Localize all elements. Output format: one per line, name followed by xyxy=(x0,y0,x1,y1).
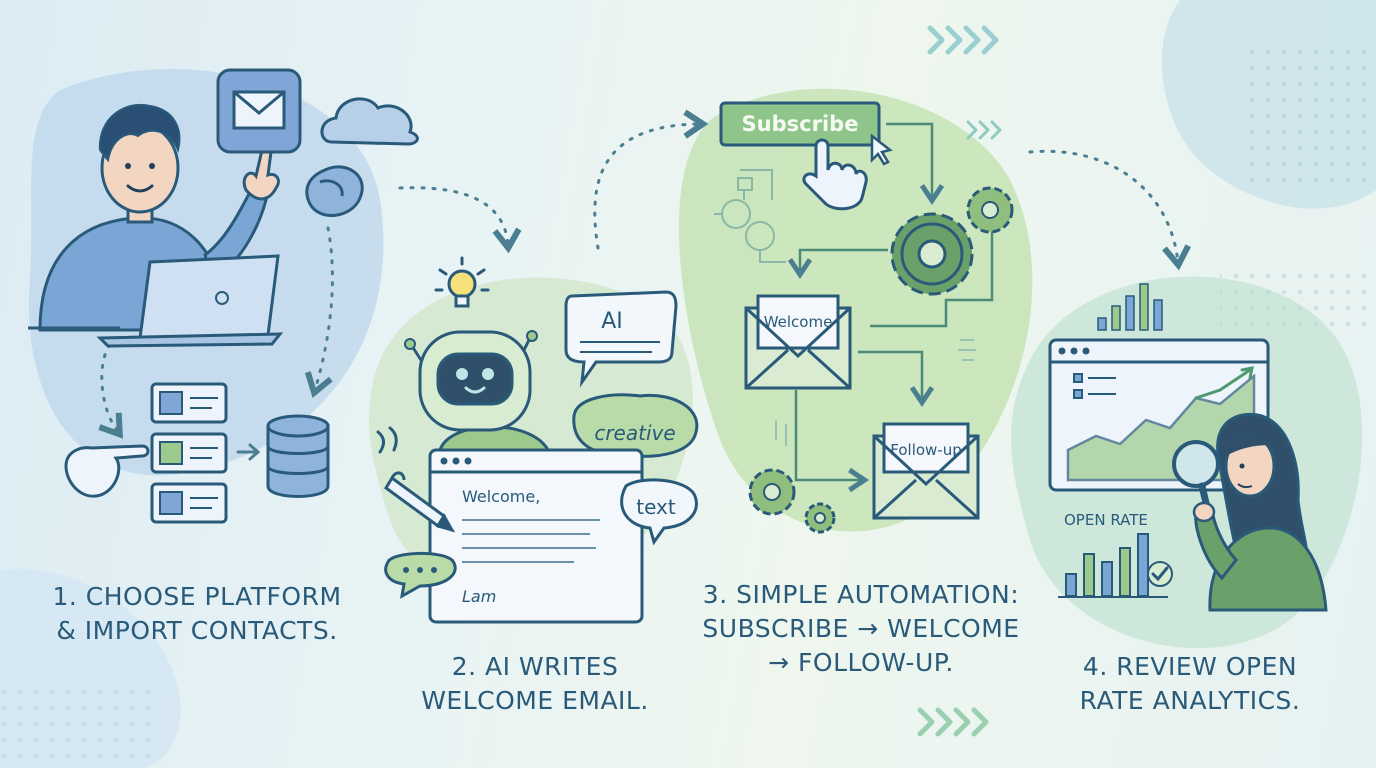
dot-pattern-right xyxy=(1220,270,1376,330)
step1-illustration xyxy=(28,68,419,524)
subscribe-button-label: Subscribe xyxy=(742,112,859,136)
step1-caption-line1: 1. Choose platform xyxy=(52,582,342,611)
gear-large-icon xyxy=(890,212,974,296)
step3-caption-line1: 3. Simple automation: xyxy=(702,580,1020,609)
brand-logo-icon xyxy=(305,165,364,217)
ai-bubble-lines xyxy=(580,341,660,353)
window-dot-icon xyxy=(1070,347,1078,355)
window-dot-icon xyxy=(1082,347,1090,355)
chevrons-mid-icon xyxy=(966,120,1002,140)
step4-caption-line1: 4. Review open xyxy=(1082,652,1298,681)
text-speech-bubble xyxy=(620,478,698,546)
person-eye-right xyxy=(149,163,155,169)
contact-avatar-icon xyxy=(159,391,183,415)
step3-illustration: Subscribe xyxy=(714,101,1014,534)
typing-bubble-icon xyxy=(384,551,457,599)
followup-envelope-icon xyxy=(872,422,980,520)
dot-pattern-top xyxy=(1240,40,1376,190)
step2-caption: 2. AI writes welcome email. xyxy=(406,650,664,718)
pointing-hand-icon xyxy=(64,444,150,498)
analytics-legend xyxy=(1073,373,1116,399)
window-dot-icon xyxy=(452,457,460,465)
trend-arrow-icon xyxy=(1194,366,1254,400)
mini-bar-chart-icon xyxy=(1097,283,1163,331)
step4-caption: 4. Review open rate analytics. xyxy=(1066,650,1314,718)
workflow-network-icon xyxy=(714,169,786,263)
contact-avatar-icon xyxy=(159,491,183,515)
cloud-icon xyxy=(320,97,419,146)
database-icon xyxy=(266,414,330,498)
lightbulb-icon xyxy=(434,256,490,308)
robot-smile xyxy=(464,386,486,394)
step3-caption-line3: → Follow-up. xyxy=(768,648,954,677)
robot-eye xyxy=(456,368,468,380)
brand-logo-swoosh xyxy=(319,179,344,197)
step3-caption-line2: Subscribe → Welcome xyxy=(702,614,1020,643)
step2-illustration: AI creative Welcome, Lam text xyxy=(376,256,699,624)
ai-bubble-label: AI xyxy=(601,309,623,334)
step1-caption-line2: & import contacts. xyxy=(56,616,338,645)
person-smile xyxy=(126,184,154,193)
woman-fringe xyxy=(1226,434,1276,456)
chevrons-bottom-icon xyxy=(917,707,989,737)
pen-icon xyxy=(384,471,456,533)
email-signature: Lam xyxy=(462,587,496,606)
chevrons-top-icon xyxy=(927,25,999,55)
ai-speech-bubble xyxy=(564,290,678,388)
connector-3-to-4 xyxy=(1028,149,1191,271)
connector-1-to-2 xyxy=(398,186,522,254)
dot-pattern-bottom xyxy=(0,680,150,760)
open-rate-bar-chart xyxy=(1058,533,1168,598)
text-bubble-label: text xyxy=(636,495,676,519)
email-body-lines xyxy=(462,519,600,563)
person-hair xyxy=(98,103,181,163)
email-greeting: Welcome, xyxy=(462,487,540,506)
person-eye-left xyxy=(125,163,131,169)
woman-eye xyxy=(1239,463,1245,469)
contact-avatar-icon xyxy=(159,441,183,465)
check-circle-icon xyxy=(1147,561,1173,587)
laptop-base xyxy=(96,332,284,348)
step2-caption-line1: 2. AI writes xyxy=(451,652,619,681)
flow-lines xyxy=(787,122,994,493)
gear-bottom-icon xyxy=(748,468,836,534)
welcome-envelope-icon xyxy=(744,294,852,390)
robot-antenna-tip xyxy=(404,338,416,350)
robot-face xyxy=(436,352,514,406)
robot-eye xyxy=(482,368,494,380)
connector-cloud-to-db xyxy=(304,226,334,399)
step4-illustration: OPEN RATE xyxy=(1048,283,1328,612)
woman-arm xyxy=(1194,508,1238,581)
woman-hand xyxy=(1192,501,1216,523)
mail-envelope-flap xyxy=(233,90,285,115)
sparkle-icon xyxy=(376,426,398,454)
robot-antenna-tip xyxy=(526,330,538,342)
welcome-envelope-label: Welcome xyxy=(764,313,833,331)
open-rate-label: OPEN RATE xyxy=(1064,511,1148,529)
window-dot-icon xyxy=(1058,347,1066,355)
step1-caption: 1. Choose platform & import contacts. xyxy=(52,580,342,648)
subscribe-button xyxy=(719,101,881,147)
woman-smile xyxy=(1237,483,1253,489)
window-dot-icon xyxy=(440,457,448,465)
gear-small-icon xyxy=(966,186,1014,234)
creative-bubble-label: creative xyxy=(594,421,675,445)
flow-dashes-icon xyxy=(775,339,976,446)
step2-caption-line2: welcome email. xyxy=(421,686,649,715)
laptop-logo-icon xyxy=(215,291,229,305)
flow-connectors xyxy=(98,109,1191,439)
import-arrow-icon xyxy=(236,443,261,461)
step3-caption: 3. Simple automation: Subscribe → Welcom… xyxy=(692,578,1030,680)
cursor-arrow-icon xyxy=(870,133,893,166)
window-dot-icon xyxy=(464,457,472,465)
email-editor-window xyxy=(428,448,644,624)
followup-envelope-label: Follow-up xyxy=(890,441,962,459)
hand-cursor-icon xyxy=(802,138,868,211)
step4-caption-line2: rate analytics. xyxy=(1079,686,1301,715)
laptop-icon xyxy=(138,254,280,340)
contact-cards xyxy=(150,382,228,524)
